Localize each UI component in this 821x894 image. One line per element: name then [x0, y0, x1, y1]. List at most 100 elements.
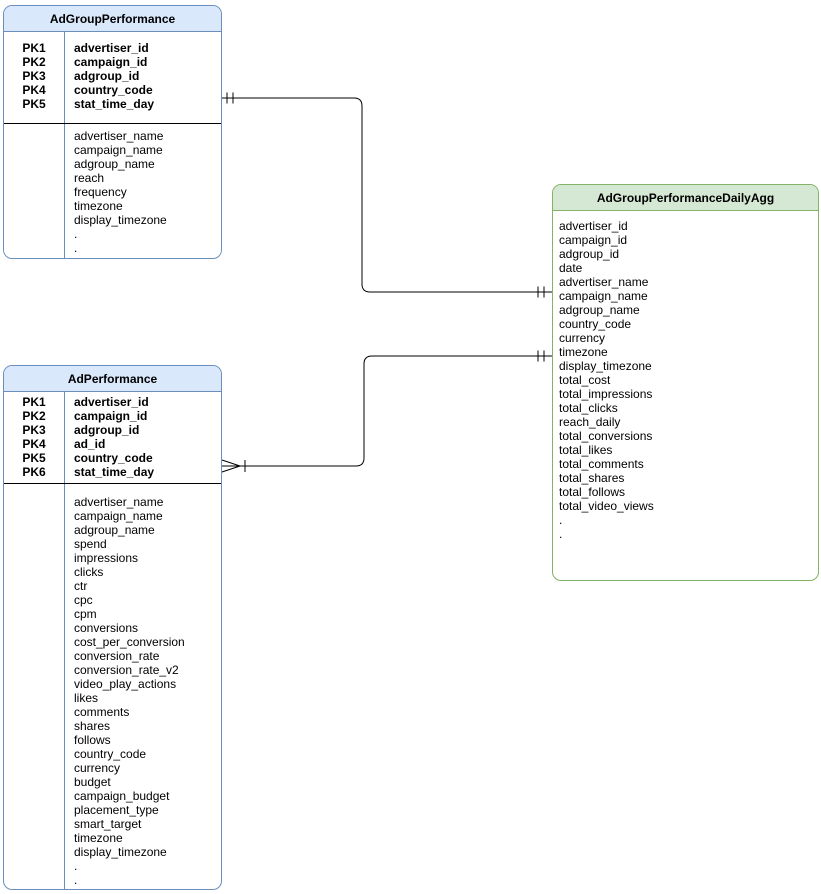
- pk-key: PK5: [22, 451, 46, 465]
- pk-field: advertiser_id: [74, 395, 149, 409]
- pk-key: PK1: [22, 395, 46, 409]
- field: campaign_budget: [74, 789, 170, 803]
- entity-title: AdGroupPerformanceDailyAgg: [553, 185, 818, 211]
- pk-field: adgroup_id: [74, 423, 140, 437]
- field: country_code: [74, 747, 147, 761]
- pk-field: country_code: [74, 451, 153, 465]
- field: reach: [74, 171, 105, 185]
- field: advertiser_id: [559, 219, 628, 233]
- field: timezone: [559, 345, 608, 359]
- connector-adgroupperformance-to-dailyagg: [222, 97, 552, 293]
- field: campaign_name: [74, 509, 163, 523]
- field: total_conversions: [559, 429, 653, 443]
- field: .: [74, 859, 78, 873]
- field: campaign_name: [559, 289, 648, 303]
- field: ctr: [74, 579, 88, 593]
- spacer-column: [4, 124, 65, 258]
- field: campaign_id: [559, 233, 628, 247]
- field: adgroup_id: [559, 247, 620, 261]
- cardinality-many-crowsfoot-marker: [221, 459, 246, 473]
- field: .: [559, 513, 563, 527]
- field: conversion_rate_v2: [74, 663, 179, 677]
- spacer-column: [4, 484, 65, 889]
- field: display_timezone: [74, 213, 167, 227]
- field: frequency: [74, 185, 127, 199]
- entity-title: AdPerformance: [4, 366, 221, 392]
- pk-field: ad_id: [74, 437, 106, 451]
- pk-key: PK4: [22, 437, 46, 451]
- field: impressions: [74, 551, 139, 565]
- entity-adgroup-performance-daily-agg[interactable]: AdGroupPerformanceDailyAgg advertiser_id…: [552, 184, 819, 581]
- field: .: [74, 241, 78, 255]
- field: shares: [74, 719, 111, 733]
- pk-field: campaign_id: [74, 409, 148, 423]
- pk-field: advertiser_id: [74, 41, 149, 55]
- pk-field: stat_time_day: [74, 97, 155, 111]
- field: total_shares: [559, 471, 625, 485]
- field: display_timezone: [559, 359, 652, 373]
- field: total_impressions: [559, 387, 653, 401]
- field: conversions: [74, 621, 139, 635]
- field: timezone: [74, 831, 123, 845]
- field: timezone: [74, 199, 123, 213]
- field: adgroup_name: [559, 303, 640, 317]
- field: total_likes: [559, 443, 613, 457]
- pk-key: PK3: [22, 69, 46, 83]
- pk-field: country_code: [74, 83, 153, 97]
- entity-title: AdGroupPerformance: [4, 6, 221, 32]
- field: comments: [74, 705, 130, 719]
- field: .: [74, 873, 78, 887]
- field: .: [74, 227, 78, 241]
- field: likes: [74, 691, 99, 705]
- field: campaign_name: [74, 143, 163, 157]
- field: conversion_rate: [74, 649, 160, 663]
- field: total_clicks: [559, 401, 618, 415]
- pk-field: adgroup_id: [74, 69, 140, 83]
- field: smart_target: [74, 817, 142, 831]
- field: cpm: [74, 607, 97, 621]
- field: video_play_actions: [74, 677, 177, 691]
- field: adgroup_name: [74, 523, 155, 537]
- field: currency: [74, 761, 121, 775]
- pk-key: PK2: [22, 55, 46, 69]
- field: advertiser_name: [559, 275, 649, 289]
- field: adgroup_name: [74, 157, 155, 171]
- pk-key: PK6: [22, 465, 46, 479]
- field: total_comments: [559, 457, 644, 471]
- pk-key: PK5: [22, 97, 46, 111]
- pk-key: PK3: [22, 423, 46, 437]
- field: advertiser_name: [74, 495, 164, 509]
- field: total_cost: [559, 373, 611, 387]
- pk-key: PK2: [22, 409, 46, 423]
- field: total_follows: [559, 485, 626, 499]
- field: .: [559, 527, 563, 541]
- field: cpc: [74, 593, 93, 607]
- field: follows: [74, 733, 111, 747]
- cardinality-one-marker: [537, 350, 545, 362]
- field: reach_daily: [559, 415, 621, 429]
- pk-field: stat_time_day: [74, 465, 155, 479]
- field: country_code: [559, 317, 632, 331]
- field: clicks: [74, 565, 104, 579]
- field: spend: [74, 537, 107, 551]
- pk-key: PK4: [22, 83, 46, 97]
- field: advertiser_name: [74, 129, 164, 143]
- field: display_timezone: [74, 845, 167, 859]
- field: total_video_views: [559, 499, 654, 513]
- pk-field: campaign_id: [74, 55, 148, 69]
- field: currency: [559, 331, 606, 345]
- cardinality-one-marker: [226, 92, 234, 104]
